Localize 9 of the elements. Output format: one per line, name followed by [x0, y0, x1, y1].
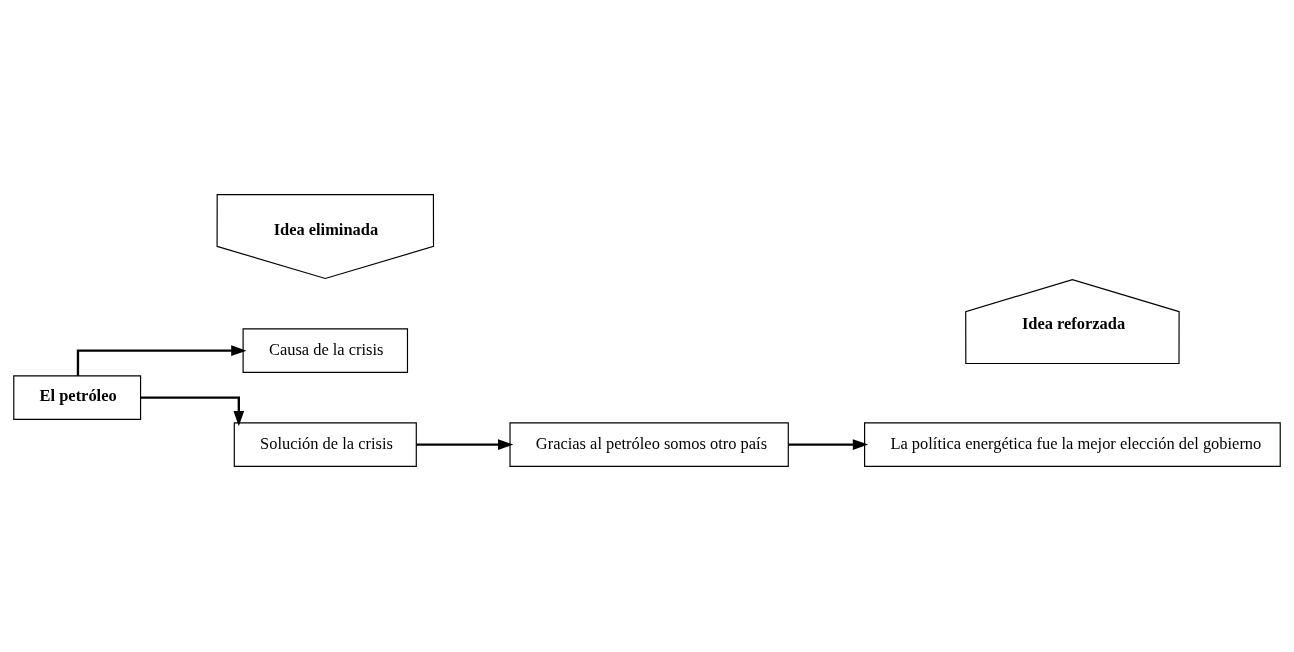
node-box: El petróleo [13, 375, 142, 420]
arrow [416, 439, 514, 450]
node-box: Causa de la crisis [242, 328, 409, 373]
arrow [76, 345, 247, 376]
arrow [788, 439, 869, 450]
node-box: Gracias al petróleo somos otro país [509, 422, 789, 467]
node-box: La política energética fue la mejor elección del gobierno [864, 422, 1281, 467]
node-box: Solución de la crisis [233, 422, 417, 467]
arrow [140, 396, 245, 427]
